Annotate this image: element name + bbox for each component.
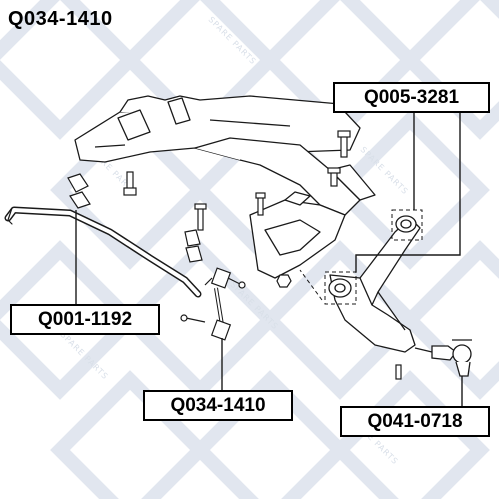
watermark-tagline: SPARE PARTS xyxy=(229,280,280,331)
stabilizer-bar xyxy=(4,206,202,298)
bolt xyxy=(194,203,207,231)
stabilizer-link xyxy=(180,267,246,341)
bolt xyxy=(337,130,351,158)
callout-stabilizer-bar: Q001-1192 xyxy=(10,304,160,335)
page-title: Q034-1410 xyxy=(8,8,113,30)
leader-lines xyxy=(75,110,463,406)
callout-ball-joint: Q041-0718 xyxy=(340,406,490,437)
bolts xyxy=(123,130,402,380)
bolt xyxy=(255,192,266,216)
bolt xyxy=(123,171,137,196)
ball-joint xyxy=(414,339,472,377)
subframe xyxy=(74,95,376,279)
callout-bushing-pair: Q005-3281 xyxy=(333,82,490,113)
bolt xyxy=(395,364,402,380)
stabilizer-bushings xyxy=(67,173,203,263)
control-arm-bushings xyxy=(328,215,417,298)
nut xyxy=(276,274,292,288)
callout-stabilizer-link: Q034-1410 xyxy=(143,390,293,421)
bolt xyxy=(327,167,341,187)
bushing-highlight-boxes xyxy=(299,209,423,305)
